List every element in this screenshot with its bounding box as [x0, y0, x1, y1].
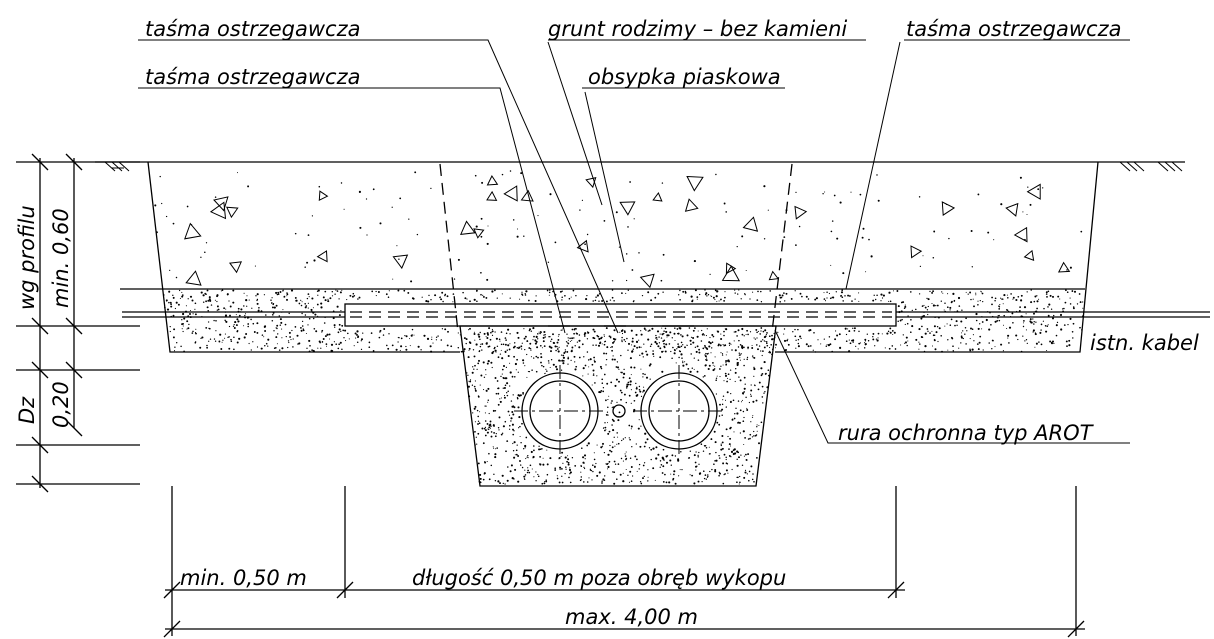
- excavation-boundary-right: [771, 163, 793, 333]
- lower-trench-sand: [463, 327, 775, 485]
- dim-left-offset: min. 0,50 m: [180, 566, 307, 590]
- dim-pipe-zone: Dz: [15, 396, 39, 424]
- label-tape-top-left: taśma ostrzegawcza: [145, 17, 360, 41]
- dim-depth-profile: wg profilu: [15, 205, 39, 310]
- leader-lines: [138, 39, 1130, 444]
- upper-trench-right-wall: [775, 161, 1099, 353]
- upper-trench-left-wall: [147, 161, 460, 353]
- dim-pipe-extension: długość 0,50 m poza obręb wykopu: [412, 566, 786, 590]
- excavation-boundary-left: [439, 163, 459, 333]
- label-native-soil: grunt rodzimy – bez kamieni: [548, 17, 847, 41]
- left-dimension-lines: [16, 153, 140, 493]
- cable-pipe-left: [514, 365, 606, 457]
- backfill-native-soil: [154, 170, 1083, 289]
- bottom-dimension-lines: [163, 486, 1085, 638]
- small-center-pipe: [612, 404, 626, 418]
- sand-bedding-layer: [163, 289, 1085, 353]
- label-protective-pipe: rura ochronna typ AROT: [838, 421, 1095, 445]
- label-existing-cable: istn. kabel: [1090, 331, 1199, 355]
- terrain-hatch-left: [104, 161, 130, 172]
- protective-pipe-arot: [344, 303, 897, 327]
- label-tape-second-left: taśma ostrzegawcza: [145, 65, 360, 89]
- label-tape-top-right: taśma ostrzegawcza: [906, 17, 1121, 41]
- dim-total-width: max. 4,00 m: [565, 605, 698, 629]
- dim-pipe-cover: 0,20: [49, 381, 73, 428]
- label-sand-fill: obsypka piaskowa: [588, 65, 781, 89]
- terrain-hatch-right-2: [1157, 161, 1183, 172]
- dim-depth-min: min. 0,60: [49, 208, 73, 308]
- cable-pipe-right: [633, 365, 725, 457]
- terrain-hatch-right-1: [1119, 161, 1145, 172]
